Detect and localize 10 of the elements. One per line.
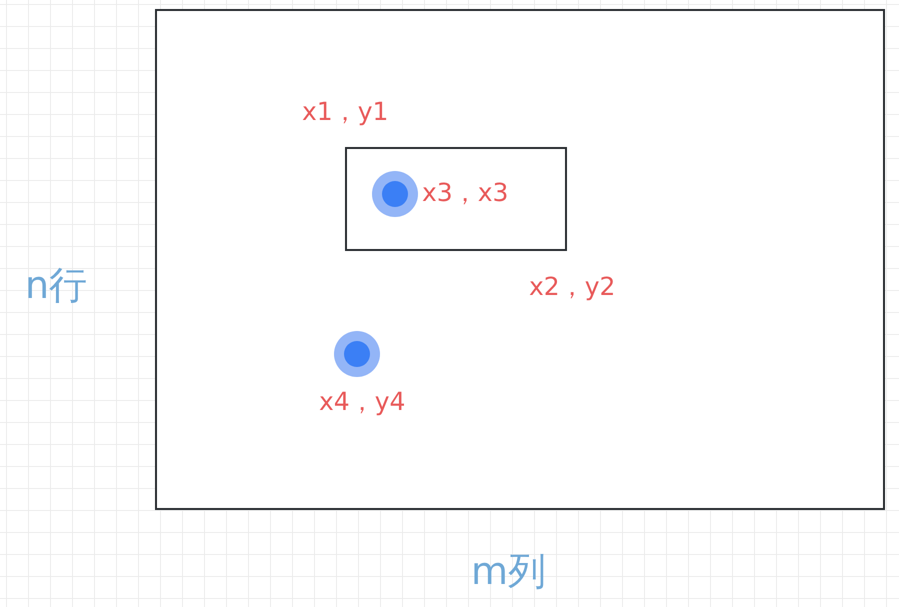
axis-label: n行 — [25, 266, 88, 304]
matrix-rectangle — [155, 9, 885, 510]
corner-label: x2，y2 — [529, 274, 616, 299]
point-marker — [372, 171, 418, 217]
point-label: x4，y4 — [319, 389, 406, 414]
point-marker — [334, 331, 380, 377]
axis-label: m列 — [471, 552, 546, 590]
sub-rectangle — [345, 147, 567, 251]
corner-label: x1，y1 — [302, 99, 388, 124]
point-label: x3，x3 — [422, 180, 508, 205]
